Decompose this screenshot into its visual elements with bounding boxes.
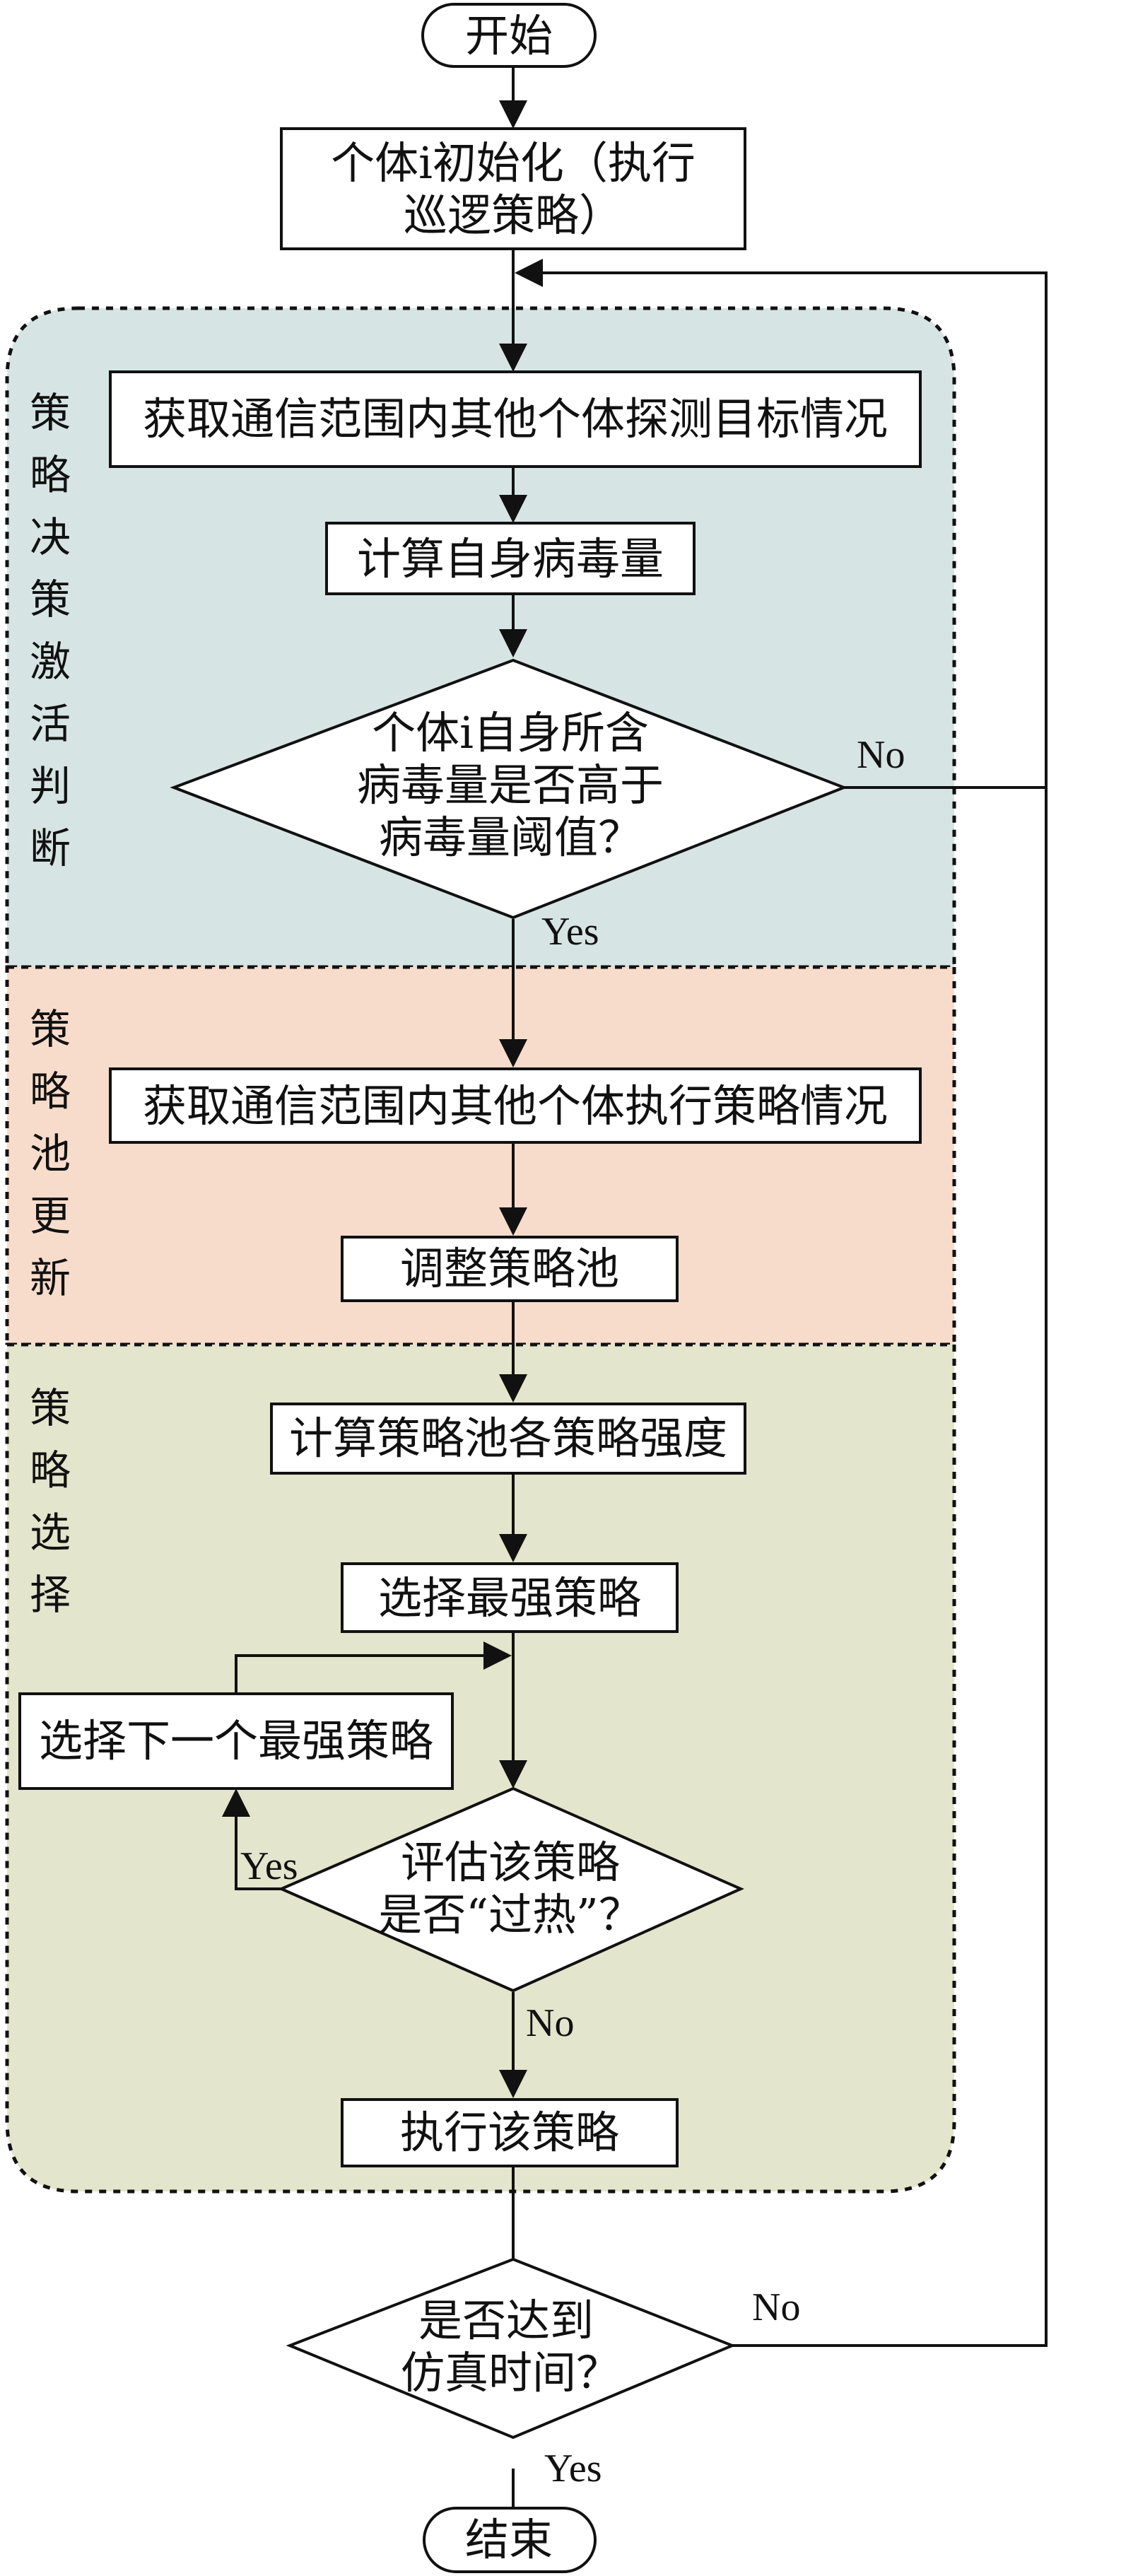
section-char: 略: [30, 451, 71, 499]
init-label-line1: 个体i初始化（执行: [331, 137, 696, 189]
section-char: 策: [30, 575, 71, 623]
decision3-yes-label: Yes: [544, 2447, 602, 2490]
decision2-yes-label: Yes: [240, 1844, 298, 1888]
calc-virus-process: 计算自身病毒量: [325, 522, 696, 595]
adjust-pool-label: 调整策略池: [400, 1243, 619, 1294]
init-label-line2: 巡逻策略）: [404, 189, 623, 241]
section-char: 判: [30, 762, 71, 810]
section-char: 决: [30, 513, 71, 561]
decision3-line2: 仿真时间？: [401, 2347, 620, 2399]
acquire-strategy-label: 获取通信范围内其他个体执行策略情况: [143, 1080, 888, 1132]
section-char: 略: [30, 1446, 71, 1494]
section-char: 略: [30, 1067, 71, 1116]
acquire-detect-label: 获取通信范围内其他个体探测目标情况: [143, 393, 888, 445]
init-process: 个体i初始化（执行 巡逻策略）: [280, 127, 746, 250]
decision2-line1: 评估该策略: [401, 1837, 620, 1888]
calc-virus-label: 计算自身病毒量: [357, 533, 664, 585]
decision2-line2: 是否“过热”？: [378, 1889, 642, 1940]
decision2-no-label: No: [526, 2001, 574, 2045]
decision3-line1: 是否达到: [418, 2295, 594, 2346]
select-strongest-label: 选择最强策略: [378, 1572, 641, 1624]
execute-label: 执行该策略: [400, 2107, 619, 2158]
section-char: 激: [30, 638, 71, 686]
acquire-strategy-process: 获取通信范围内其他个体执行策略情况: [109, 1067, 922, 1144]
section-char: 新: [30, 1254, 71, 1302]
start-terminal: 开始: [421, 3, 597, 68]
decision1-line2: 病毒量是否高于: [357, 759, 664, 811]
adjust-pool-process: 调整策略池: [341, 1236, 679, 1302]
section-char: 选: [30, 1509, 71, 1557]
start-label: 开始: [465, 10, 553, 62]
section-label-decision: 策 略 决 策 激 活 判 断: [30, 389, 71, 872]
overheat-decision: 评估该策略 是否“过热”？: [277, 1786, 744, 1993]
section-char: 策: [30, 1005, 71, 1053]
section-char: 策: [30, 389, 71, 437]
end-label: 结束: [465, 2514, 553, 2565]
virus-threshold-decision: 个体i自身所含 病毒量是否高于 病毒量阈值？: [170, 658, 848, 920]
section-char: 策: [30, 1384, 71, 1432]
calc-strength-process: 计算策略池各策略强度: [270, 1403, 746, 1475]
execute-process: 执行该策略: [341, 2098, 679, 2167]
flow-connectors: [222, 68, 1048, 2538]
decision1-line1: 个体i自身所含: [372, 707, 649, 759]
section-char: 更: [30, 1192, 71, 1240]
select-strongest-process: 选择最强策略: [341, 1562, 679, 1633]
section-char: 择: [30, 1571, 71, 1619]
section-label-select: 策 略 选 择: [30, 1384, 71, 1619]
select-next-label: 选择下一个最强策略: [39, 1715, 433, 1767]
section-char: 活: [30, 700, 71, 748]
decision1-line3: 病毒量阈值？: [379, 812, 642, 863]
section-label-pool: 策 略 池 更 新: [30, 1005, 71, 1302]
acquire-detect-process: 获取通信范围内其他个体探测目标情况: [109, 370, 922, 468]
select-next-process: 选择下一个最强策略: [18, 1692, 454, 1790]
section-char: 断: [30, 824, 71, 872]
decision1-yes-label: Yes: [541, 910, 599, 954]
decision1-no-label: No: [857, 733, 905, 777]
section-select-bg: [5, 1342, 956, 2194]
section-char: 池: [30, 1130, 71, 1178]
decision3-no-label: No: [752, 2285, 800, 2329]
simulation-time-decision: 是否达到 仿真时间？: [286, 2257, 737, 2440]
end-terminal: 结束: [423, 2507, 597, 2573]
calc-strength-label: 计算策略池各策略强度: [289, 1412, 727, 1464]
